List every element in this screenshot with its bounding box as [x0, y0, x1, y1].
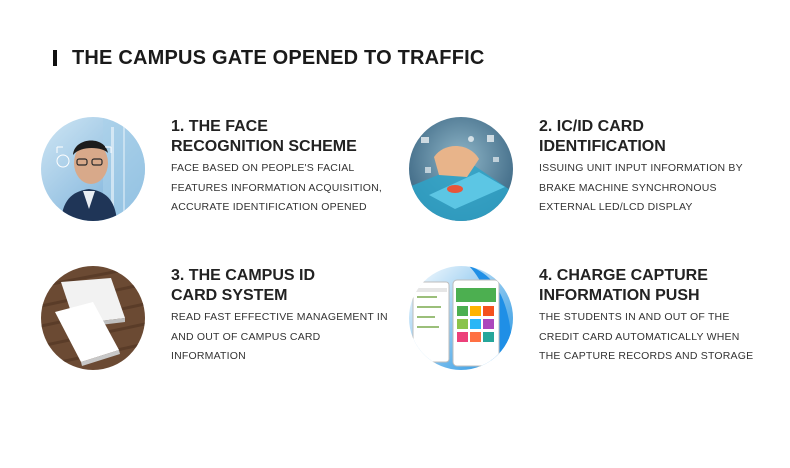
feature-item-face-recognition: 1. THE FACE RECOGNITION SCHEME FACE BASE… [41, 117, 401, 227]
feature-title: 1. THE FACE RECOGNITION SCHEME [171, 118, 357, 155]
card-identification-image [409, 117, 513, 221]
feature-title: 2. IC/ID CARD IDENTIFICATION [539, 118, 666, 155]
feature-item-capture-push: 4. CHARGE CAPTURE INFORMATION PUSH THE S… [409, 266, 769, 376]
feature-title: 3. THE CAMPUS ID CARD SYSTEM [171, 267, 316, 304]
id-cards-image [41, 266, 145, 370]
section-header: THE CAMPUS GATE OPENED TO TRAFFIC [53, 44, 485, 72]
mobile-app-image [409, 266, 513, 370]
feature-description: THE STUDENTS IN AND OUT OF THE CREDIT CA… [539, 311, 754, 362]
feature-item-card-identification: 2. IC/ID CARD IDENTIFICATION ISSUING UNI… [409, 117, 769, 227]
page-title: THE CAMPUS GATE OPENED TO TRAFFIC [72, 46, 485, 69]
feature-title: 4. CHARGE CAPTURE INFORMATION PUSH [539, 267, 708, 304]
feature-description: READ FAST EFFECTIVE MANAGEMENT IN AND OU… [171, 311, 388, 362]
feature-description: ISSUING UNIT INPUT INFORMATION BY BRAKE … [539, 162, 743, 213]
feature-description: FACE BASED ON PEOPLE'S FACIAL FEATURES I… [171, 162, 382, 213]
face-recognition-image [41, 117, 145, 221]
feature-item-campus-id-card: 3. THE CAMPUS ID CARD SYSTEM READ FAST E… [41, 266, 401, 376]
header-accent-bar [53, 50, 57, 66]
